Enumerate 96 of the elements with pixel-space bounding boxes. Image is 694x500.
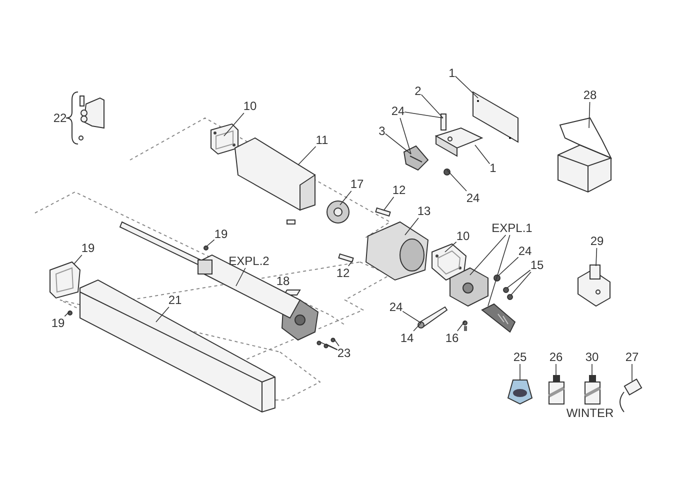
callout-number: 29 [590, 234, 604, 248]
callout-number: EXPL.1 [492, 221, 532, 235]
pin-drawing [375, 207, 391, 217]
leader-line [474, 144, 490, 164]
leader-line [456, 320, 466, 332]
t-block-drawing [578, 264, 610, 307]
screw-drawing [330, 338, 336, 342]
pin-drawing [338, 253, 354, 263]
leader-line [384, 133, 412, 154]
leader-line [206, 239, 215, 246]
carton-box-drawing [558, 117, 612, 193]
leader-line [506, 270, 531, 288]
leader-line [400, 118, 412, 154]
part-label: 18 [276, 274, 290, 288]
pin-drawing [440, 114, 446, 130]
pump-body-drawing [450, 267, 488, 307]
callout-number: 30 [585, 350, 599, 364]
leader-line [236, 268, 246, 286]
bottle-drawing [548, 375, 565, 404]
group-number: 22 [53, 111, 67, 125]
end-cap-drawing [50, 261, 81, 299]
actuator-cylinder-drawing [197, 254, 301, 319]
plate-drawing [472, 91, 518, 143]
leader-line [404, 218, 419, 236]
callout-number: 16 [445, 331, 459, 345]
leader-line [444, 242, 457, 252]
callout-number: 3 [378, 124, 386, 138]
gasket-drawing [210, 123, 238, 155]
callout-number: 24 [391, 104, 405, 118]
clevis-drawing [403, 145, 429, 171]
callout-number: 10 [243, 99, 257, 113]
callout-number: 28 [583, 88, 597, 102]
callout-number: 24 [518, 244, 532, 258]
motor-drawing [365, 221, 429, 281]
washer-drawing [503, 287, 509, 293]
callout-number: 23 [337, 346, 351, 360]
bottle-drawing [584, 375, 601, 404]
leader-line [596, 248, 598, 266]
leader-line [446, 170, 467, 192]
screw-drawing [462, 320, 468, 331]
cable-drawing [620, 378, 642, 412]
callout-number: 24 [466, 191, 480, 205]
screw-drawing [324, 344, 328, 348]
leader-line [488, 234, 510, 306]
screw-drawing [204, 246, 208, 250]
leader-line [326, 344, 338, 350]
leader-line [156, 306, 170, 322]
valve-drawing [481, 303, 516, 333]
disc-drawing [326, 200, 350, 224]
leader-line [454, 76, 478, 98]
callout-number: 25 [513, 350, 527, 364]
callout-number: 17 [350, 177, 364, 191]
callout-number: 1 [490, 161, 496, 175]
part-label: WINTER [566, 406, 614, 420]
block-drawing [434, 127, 484, 157]
callout-number: 10 [456, 229, 470, 243]
callout-number: EXPL.2 [228, 254, 270, 268]
callout-number: 15 [530, 258, 544, 272]
callout-number: 21 [168, 293, 182, 307]
callout-number: 27 [625, 350, 639, 364]
grease-bag-drawing [507, 380, 533, 405]
leader-line [588, 102, 590, 128]
leader-line [413, 322, 422, 332]
leader-line [498, 256, 519, 276]
screw-drawing [316, 340, 322, 346]
leader-line [64, 310, 70, 317]
callout-number: 12 [336, 266, 350, 280]
leader-line [320, 342, 338, 350]
callout-number: 2 [414, 84, 422, 98]
leader-line [470, 234, 506, 276]
callout-number: 13 [417, 204, 431, 218]
leader-line [420, 94, 444, 118]
leader-line [384, 196, 394, 210]
leader-line [224, 112, 244, 136]
leader-line [298, 146, 316, 166]
callout-number: 26 [549, 350, 563, 364]
nut-drawing [444, 168, 450, 176]
leader-line [402, 310, 422, 324]
screw-drawing [68, 310, 72, 316]
callout-number: 14 [400, 331, 414, 345]
callout-number: 11 [316, 133, 328, 147]
callout-number: 1 [448, 66, 456, 80]
leader-line [340, 190, 352, 206]
bolt-drawing [418, 306, 448, 328]
leader-line [334, 338, 340, 346]
callout-number: 24 [389, 300, 403, 314]
callout-number: 19 [81, 241, 95, 255]
leader-line [348, 260, 354, 266]
callout-number: 12 [392, 183, 406, 197]
square-tube-drawing [234, 137, 316, 211]
leader-line [510, 272, 532, 296]
callout-number: 19 [51, 316, 65, 330]
washer-drawing [507, 294, 513, 300]
leader-line [74, 254, 82, 264]
callout-number: 19 [214, 227, 228, 241]
leader-line [404, 112, 444, 118]
